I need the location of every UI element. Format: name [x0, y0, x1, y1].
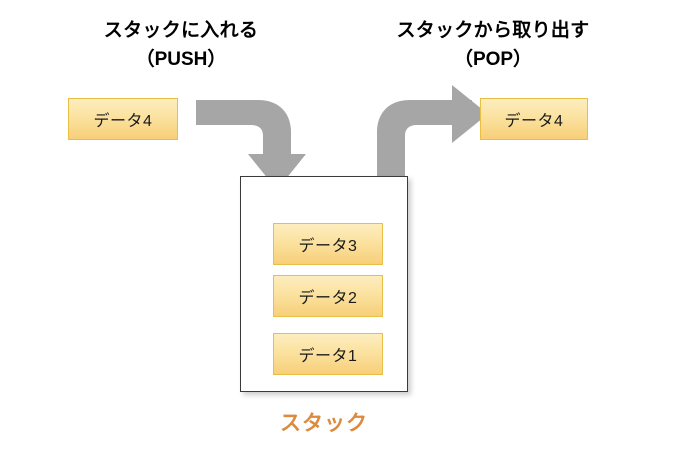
pop-arrow-icon: [377, 100, 472, 190]
incoming-data-box: データ4: [68, 98, 178, 140]
stack-label: スタック: [280, 412, 368, 435]
pop-heading: スタックから取り出す （POP）: [368, 16, 618, 74]
pop-heading-line2: （POP）: [453, 49, 533, 70]
push-heading-line2: （PUSH）: [135, 49, 227, 70]
push-heading-line1: スタックに入れる: [103, 20, 259, 41]
push-arrow-icon: [196, 100, 306, 190]
stack-item-3: データ3: [273, 223, 383, 265]
outgoing-data-box: データ4: [480, 98, 588, 140]
stack-item-2: データ2: [273, 275, 383, 317]
pop-arrow-head-icon: [452, 85, 488, 143]
stack-item-1: データ1: [273, 333, 383, 375]
push-heading: スタックに入れる （PUSH）: [56, 16, 306, 74]
pop-heading-line1: スタックから取り出す: [396, 20, 590, 41]
